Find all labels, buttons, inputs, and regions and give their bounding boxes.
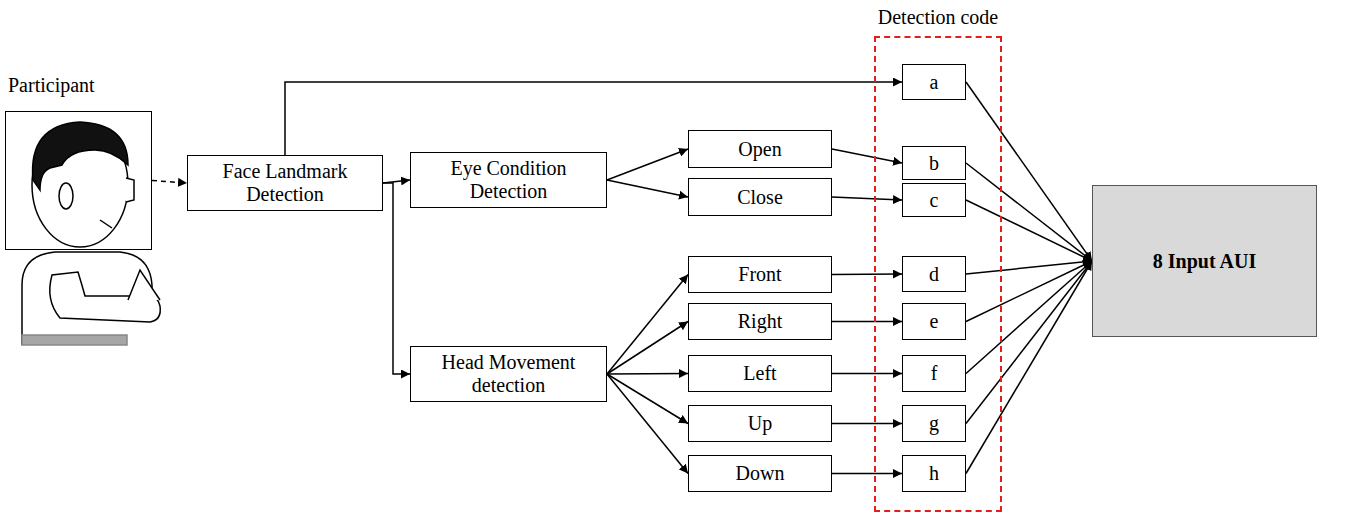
node-label: Down: [736, 462, 785, 485]
node-label: Open: [738, 138, 781, 161]
node-label: Head Movement detection: [419, 351, 598, 397]
node-label: a: [930, 71, 939, 94]
code-box: e: [902, 303, 966, 340]
arrow-connector: [607, 373, 688, 375]
node-label: Eye Condition Detection: [419, 157, 598, 203]
process-box: Head Movement detection: [410, 346, 607, 402]
arrow-connector: [607, 374, 688, 424]
arrow-connector: [383, 183, 410, 374]
arrow-connector: [832, 273, 902, 275]
node-label: b: [929, 152, 939, 175]
node-label: Face Landmark Detection: [196, 160, 374, 206]
node-label: Close: [737, 186, 783, 209]
arrow-connector: [966, 261, 1092, 424]
code-box: f: [902, 355, 966, 392]
code-box: b: [902, 146, 966, 180]
arrow-connector: [966, 261, 1092, 274]
state-box: Front: [688, 256, 832, 293]
arrow-connector: [607, 322, 688, 375]
arrow-connector: [607, 374, 688, 474]
state-box: Up: [688, 405, 832, 442]
arrow-connector: [832, 197, 902, 200]
participant-box: Participant: [5, 111, 152, 250]
output-box: 8 Input AUI: [1092, 185, 1317, 337]
node-label: Left: [743, 362, 776, 385]
state-box: Left: [688, 355, 832, 392]
code-box: c: [902, 183, 966, 217]
node-label: Front: [738, 263, 781, 286]
state-box: Close: [688, 178, 832, 216]
arrow-connector: [966, 163, 1092, 261]
arrow-connector: [832, 149, 902, 163]
node-label: c: [930, 189, 939, 212]
group-heading: Detection code: [878, 6, 999, 29]
code-box: d: [902, 256, 966, 292]
arrow-connector: [966, 82, 1092, 261]
arrow-connector: [966, 261, 1092, 322]
arrow-connector: [832, 321, 902, 323]
arrow-connector: [607, 149, 688, 180]
node-label: Right: [738, 310, 782, 333]
arrow-connector: [607, 180, 688, 197]
node-label: Up: [748, 412, 772, 435]
detection-code-group: Detection codeabcdefgh: [874, 36, 1002, 512]
group-heading: Participant: [8, 74, 95, 97]
arrow-connector: [966, 261, 1092, 474]
arrow-connector: [152, 181, 187, 184]
arrow-connector: [832, 373, 902, 375]
state-box: Open: [688, 130, 832, 168]
arrow-connector: [966, 200, 1092, 261]
state-box: Right: [688, 303, 832, 340]
code-box: a: [902, 64, 966, 100]
node-label: h: [929, 462, 939, 485]
node-label: d: [929, 263, 939, 286]
node-label: 8 Input AUI: [1153, 250, 1256, 273]
arrow-connector: [832, 473, 902, 475]
node-label: f: [931, 362, 938, 385]
node-label: e: [930, 310, 939, 333]
arrow-connector: [832, 423, 902, 425]
arrow-connector: [607, 275, 688, 375]
arrow-connector: [966, 261, 1092, 374]
node-label: g: [929, 412, 939, 435]
state-box: Down: [688, 455, 832, 492]
code-box: g: [902, 405, 966, 442]
process-box: Eye Condition Detection: [410, 152, 607, 208]
process-box: Face Landmark Detection: [187, 155, 383, 211]
code-box: h: [902, 455, 966, 492]
